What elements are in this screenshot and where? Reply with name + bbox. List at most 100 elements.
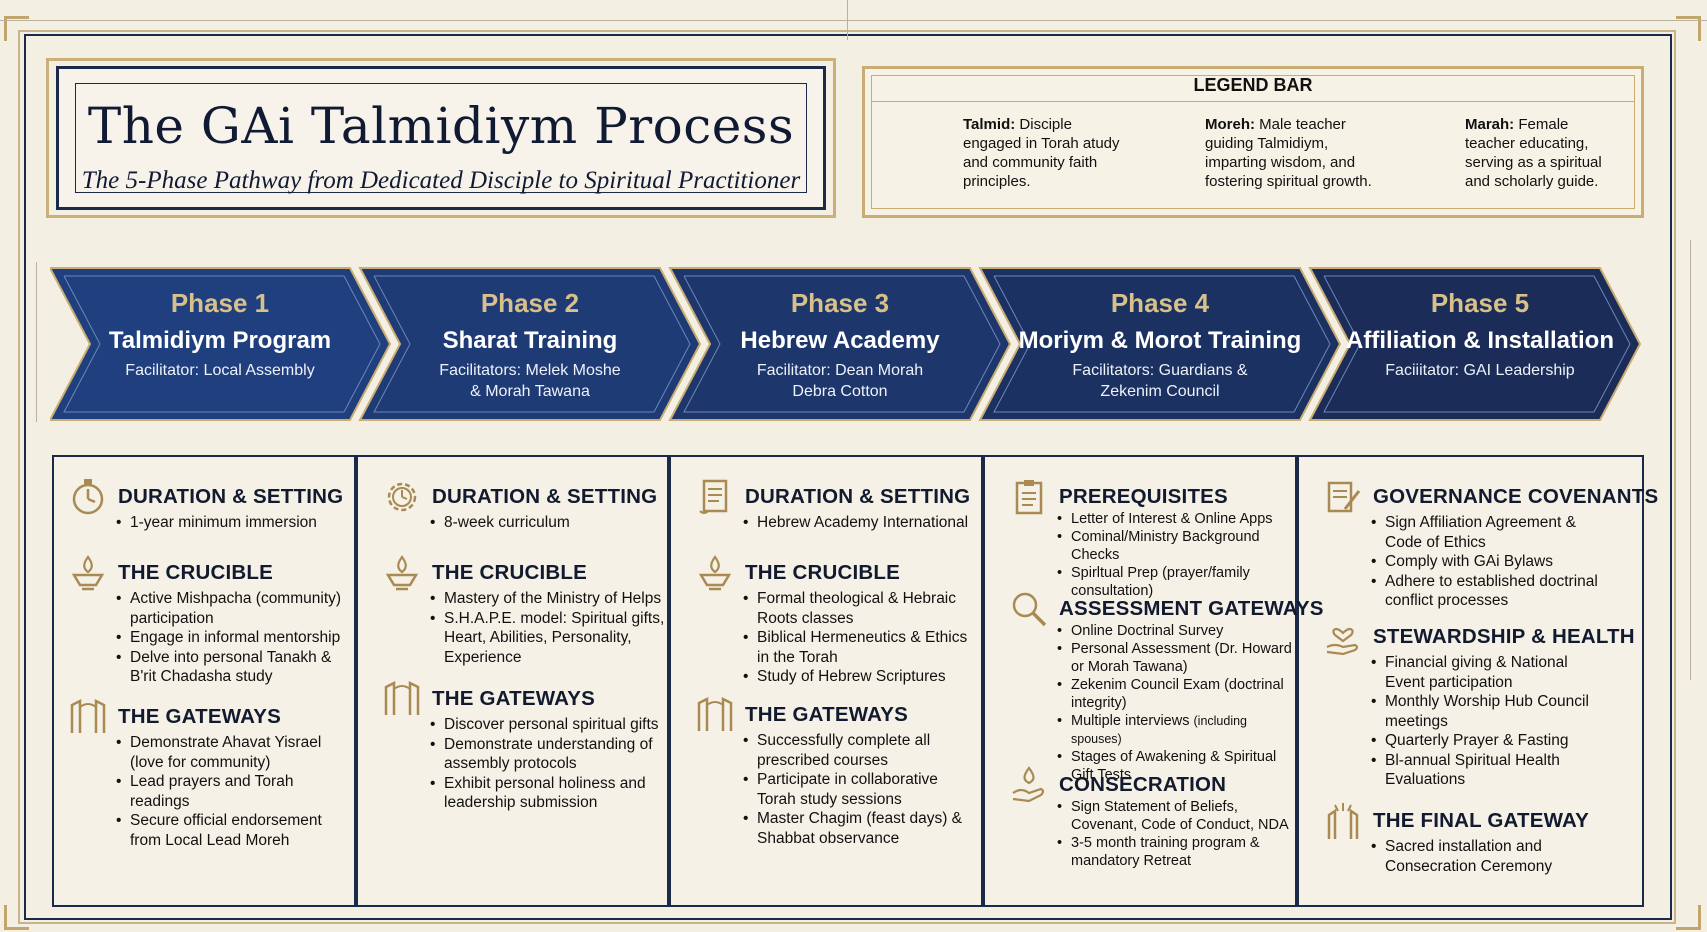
legend-line: imparting wisdom, and [1205, 154, 1356, 171]
phase-name: Hebrew Academy [740, 327, 940, 354]
list-item: 3-5 month training program &mandatory Re… [1057, 834, 1289, 870]
section-heading: DURATION & SETTING [118, 485, 344, 508]
legend-line: engaged in Torah atudy [963, 135, 1120, 152]
corner-ornament [1676, 16, 1701, 41]
legend-inner-border [871, 75, 1635, 209]
panel-divider [1295, 457, 1299, 905]
section-heading: THE FINAL GATEWAY [1373, 809, 1590, 832]
scroll-icon [699, 479, 728, 514]
phase-3-arrow [668, 267, 1012, 421]
section-heading: DURATION & SETTING [432, 485, 658, 508]
inner-frame [24, 34, 1672, 920]
phase-detail-panels: DURATION & SETTING 1-year minimum immers… [52, 455, 1658, 907]
legend-item-talmid: Talmid: Disciple engaged in Torah atudy … [963, 115, 1120, 191]
list-item: Comply with GAi Bylaws [1371, 552, 1598, 572]
title-navy-border: The GAi Talmidiym Process The 5-Phase Pa… [56, 66, 826, 210]
legend-line: guiding Talmidiym, [1205, 135, 1329, 152]
panel-divider [981, 457, 985, 905]
list-item: 1-year minimum immersion [116, 513, 317, 533]
bullet-list: 1-year minimum immersion [116, 513, 317, 533]
corner-ornament [1676, 905, 1701, 930]
phase-4-arrow-trim [993, 275, 1331, 413]
section-heading: THE GATEWAYS [432, 687, 596, 710]
phase-chevron-row: Phase 1 Talmidiym Program Facilitator: L… [50, 264, 1650, 424]
bullet-list: Online Doctrinal Survey Personal Assessm… [1057, 622, 1295, 784]
legend-line: Male teacher [1255, 116, 1346, 133]
stopwatch-icon [72, 479, 104, 515]
phase-facilitator: Facilitator: Local Assembly [125, 362, 315, 379]
phase-number: Phase 3 [790, 288, 890, 318]
bullet-list: Active Mishpacha (community)participatio… [116, 589, 341, 687]
legend-term: Moreh: [1205, 116, 1255, 133]
title-gold-border [46, 58, 836, 218]
list-item: Spirltual Prep (prayer/familyconsultatio… [1057, 564, 1295, 600]
list-item: Online Doctrinal Survey [1057, 622, 1295, 640]
section-heading: THE CRUCIBLE [432, 561, 588, 584]
section-heading: THE CRUCIBLE [745, 561, 901, 584]
gateway-icon [697, 696, 733, 731]
phase-3-label: Phase 3 Hebrew Academy Facilitator: Dean… [690, 264, 990, 424]
phase-3-arrow-trim [683, 275, 1001, 413]
bullet-list: Discover personal spiritual gifts Demons… [430, 715, 659, 813]
phase-number: Phase 2 [480, 288, 580, 318]
list-item: Cominal/Ministry Background Checks [1057, 528, 1295, 564]
phase-5-arrow [1308, 267, 1642, 421]
phase-name: Sharat Training [442, 327, 618, 354]
magnifier-icon [1012, 592, 1047, 627]
guide-line [36, 262, 37, 422]
bullet-list: Mastery of the Ministry of Helps S.H.A.P… [430, 589, 664, 667]
section-heading: CONSECRATION [1059, 773, 1227, 796]
list-item: Mastery of the Ministry of Helps [430, 589, 664, 609]
phase-1-arrow-trim [63, 275, 381, 413]
clipboard-icon [1015, 480, 1043, 515]
phase-facilitator: Facilitators: Guardians &Zekenim Council [1072, 362, 1248, 400]
phase-arrows [50, 267, 1642, 421]
guide-line [847, 0, 848, 40]
corner-ornament [4, 16, 29, 41]
list-item: Engage in informal mentorship [116, 628, 341, 648]
legend-line: serving as a spiritual [1465, 154, 1602, 171]
legend-bar: LEGEND BAR Talmid: Disciple engaged in T… [862, 66, 1644, 218]
legend-line: and scholarly guide. [1465, 173, 1599, 190]
phase-4-arrow [978, 267, 1342, 421]
legend-heading: LEGEND BAR [1193, 75, 1313, 95]
section-heading: THE GATEWAYS [118, 705, 282, 728]
panel-divider [354, 457, 358, 905]
phase-1-label: Phase 1 Talmidiym Program Facilitator: L… [70, 264, 370, 424]
phase-number: Phase 1 [170, 288, 270, 318]
section-heading: THE CRUCIBLE [118, 561, 274, 584]
legend-term: Talmid: [963, 116, 1016, 133]
guide-line [0, 20, 1707, 21]
phase-name: Talmidiym Program [108, 327, 332, 354]
phase-1-panel: DURATION & SETTING 1-year minimum immers… [54, 457, 354, 905]
bullet-list: Sign Affiliation Agreement &Code of Ethi… [1371, 513, 1598, 611]
corner-ornament [4, 905, 29, 930]
legend-line: Disciple [1015, 116, 1072, 133]
radiant-gateway-icon [1327, 803, 1359, 839]
legend-line: teacher educating, [1465, 135, 1589, 152]
bullet-list: Sign Statement of Beliefs,Covenant, Code… [1057, 798, 1289, 870]
list-item: Adhere to established doctrinalconflict … [1371, 572, 1598, 611]
legend-divider [871, 101, 1635, 102]
phase-1-arrow [50, 267, 392, 421]
legend-line: principles. [963, 173, 1031, 190]
list-item: Master Chagim (feast days) &Shabbat obse… [743, 809, 962, 848]
page-subtitle: The 5-Phase Pathway from Dedicated Disci… [81, 167, 801, 194]
list-item: Quarterly Prayer & Fasting [1371, 731, 1589, 751]
title-inner-border [75, 83, 807, 193]
list-item: Delve into personal Tanakh &B'rit Chadas… [116, 648, 341, 687]
document-pen-icon [1327, 481, 1361, 513]
phase-facilitator: Faciiitator: GAI Leadership [1385, 362, 1575, 379]
